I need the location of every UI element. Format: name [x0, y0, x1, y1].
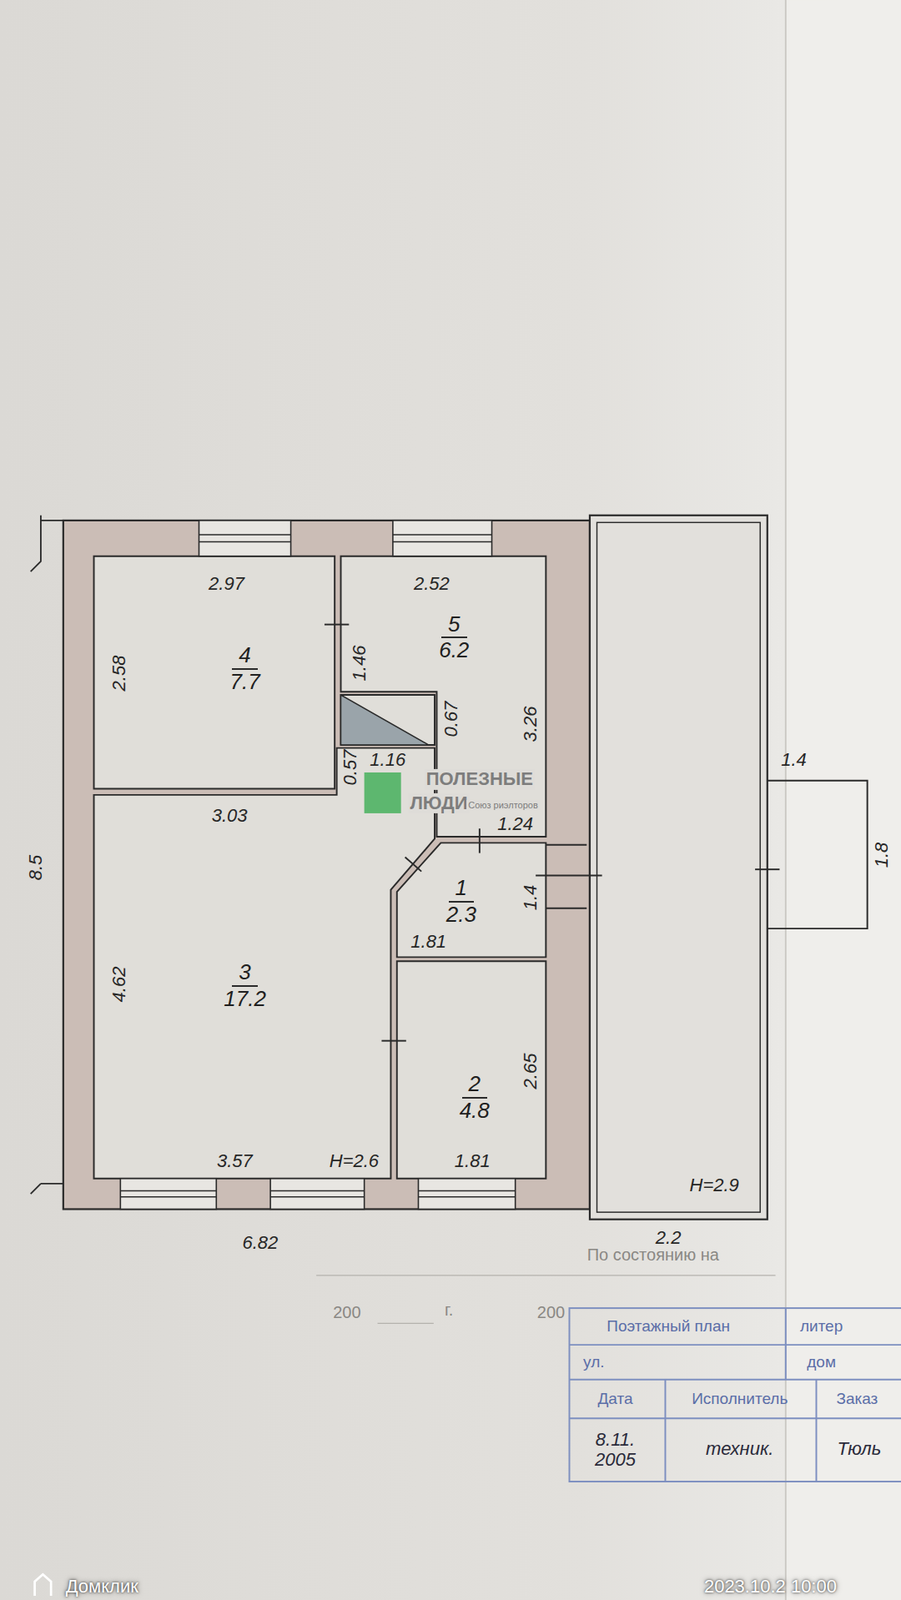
- table-cell: Тюль: [836, 1439, 881, 1460]
- dimension-label: 2.97: [208, 573, 245, 594]
- dimension-label: 1.16: [369, 749, 406, 771]
- rooms: [94, 556, 547, 1179]
- watermark-text: Союз риэлторов: [466, 800, 540, 811]
- room-label: 56.2: [423, 610, 484, 666]
- table-cell: техник.: [705, 1439, 774, 1460]
- dimension-label: 1.81: [454, 1151, 491, 1172]
- porch: [767, 780, 868, 929]
- timestamp: 2023.10.2 10:00: [704, 1576, 837, 1597]
- room-area: 6.2: [432, 638, 476, 664]
- dimension-label: 3.26: [520, 706, 541, 743]
- dimension-label: 8.5: [25, 854, 46, 881]
- form-text: г.: [444, 1300, 454, 1319]
- watermark-text: ПОЛЕЗНЫЕ: [424, 769, 535, 790]
- dimension-label: 2.52: [413, 573, 450, 594]
- dimension-label: 3.57: [216, 1151, 253, 1172]
- room-area: 17.2: [216, 986, 273, 1012]
- dimension-label: 0.57: [339, 749, 360, 786]
- stair-symbol: [341, 694, 429, 745]
- dimension-label: 2.58: [109, 655, 130, 692]
- room-label: 317.2: [208, 958, 282, 1014]
- room-label: 24.8: [444, 1070, 505, 1126]
- sheet-edge: [785, 0, 787, 1600]
- table-cell: 8.11. 2005: [582, 1429, 650, 1470]
- dimension-label: 1.4: [780, 749, 807, 771]
- paper-sheet: [785, 0, 901, 1600]
- room-area: 2.3: [439, 902, 484, 928]
- door-marks: [324, 624, 781, 1042]
- dimension-label: 0.67: [441, 701, 462, 738]
- dimension-label: 1.81: [410, 931, 447, 952]
- table-cell: Дата: [597, 1389, 633, 1408]
- windows: [120, 520, 515, 1210]
- room-label: 12.3: [431, 874, 492, 930]
- table-cell: Заказ: [835, 1389, 878, 1408]
- dimension-label: 1.46: [348, 645, 369, 682]
- room-number: 2: [462, 1072, 488, 1099]
- room-area: 4.8: [453, 1098, 497, 1124]
- room-number: 1: [448, 875, 474, 903]
- app-logo: [35, 1574, 52, 1596]
- table-cell: ул.: [583, 1353, 605, 1371]
- dimension-label: 3.03: [211, 805, 248, 826]
- room-number: 3: [231, 960, 257, 987]
- dimension-label: 1.4: [520, 885, 541, 912]
- form-text: По состоянию на: [587, 1245, 720, 1264]
- table-cell: Поэтажный план: [606, 1318, 730, 1336]
- room-area: 7.7: [222, 669, 267, 695]
- dimension-label: 1.24: [497, 814, 534, 835]
- form-text: 200: [537, 1303, 565, 1322]
- veranda-inner: [597, 522, 761, 1213]
- dimension-label: 2.65: [520, 1053, 541, 1090]
- app-name: Домклик: [65, 1576, 139, 1597]
- wall-mass: [63, 520, 590, 1210]
- title-block: [568, 1308, 901, 1482]
- watermark-logo: [364, 772, 402, 814]
- veranda: [589, 515, 768, 1220]
- dimension-label: 2.2: [655, 1228, 682, 1249]
- form-lines: [316, 1275, 776, 1324]
- dimension-label: 6.82: [241, 1233, 278, 1254]
- table-cell: Исполнитель: [691, 1389, 788, 1408]
- height-label: Н=2.9: [689, 1175, 740, 1196]
- table-cell: литер: [800, 1318, 843, 1336]
- room-label: 47.7: [214, 641, 275, 697]
- room-number: 5: [441, 612, 467, 640]
- table-cell: дом: [806, 1353, 836, 1371]
- form-text: 200: [332, 1303, 361, 1322]
- height-label: Н=2.6: [329, 1151, 379, 1172]
- watermark-text: ЛЮДИ: [407, 792, 469, 813]
- room-number: 4: [231, 643, 257, 670]
- dimension-label: 1.8: [871, 842, 892, 869]
- dimension-label: 4.62: [109, 966, 130, 1003]
